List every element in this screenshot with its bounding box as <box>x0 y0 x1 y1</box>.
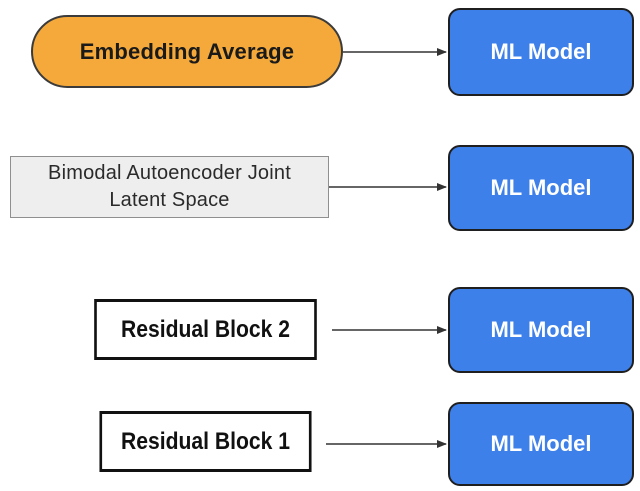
residual-block-2-label: Residual Block 2 <box>120 315 291 343</box>
residual-block-2-node: Residual Block 2 <box>94 299 317 360</box>
embedding-average-node: Embedding Average <box>31 15 343 88</box>
ml-model-label-3: ML Model <box>490 317 592 342</box>
ml-model-node-1: ML Model <box>448 8 634 96</box>
autoencoder-latent-node: Bimodal Autoencoder Joint Latent Space <box>10 156 329 218</box>
autoencoder-label-line-2: Latent Space <box>109 189 230 211</box>
ml-model-node-4: ML Model <box>448 402 634 486</box>
residual-block-1-node: Residual Block 1 <box>99 411 312 472</box>
autoencoder-label-line-1: Bimodal Autoencoder Joint <box>48 162 291 184</box>
ml-model-node-3: ML Model <box>448 287 634 373</box>
residual-block-1-label: Residual Block 1 <box>120 427 291 455</box>
ml-model-label-4: ML Model <box>490 431 592 456</box>
ml-model-label-2: ML Model <box>490 175 592 200</box>
ml-model-label-1: ML Model <box>490 39 592 64</box>
ml-model-node-2: ML Model <box>448 145 634 231</box>
embedding-average-label: Embedding Average <box>79 38 295 64</box>
